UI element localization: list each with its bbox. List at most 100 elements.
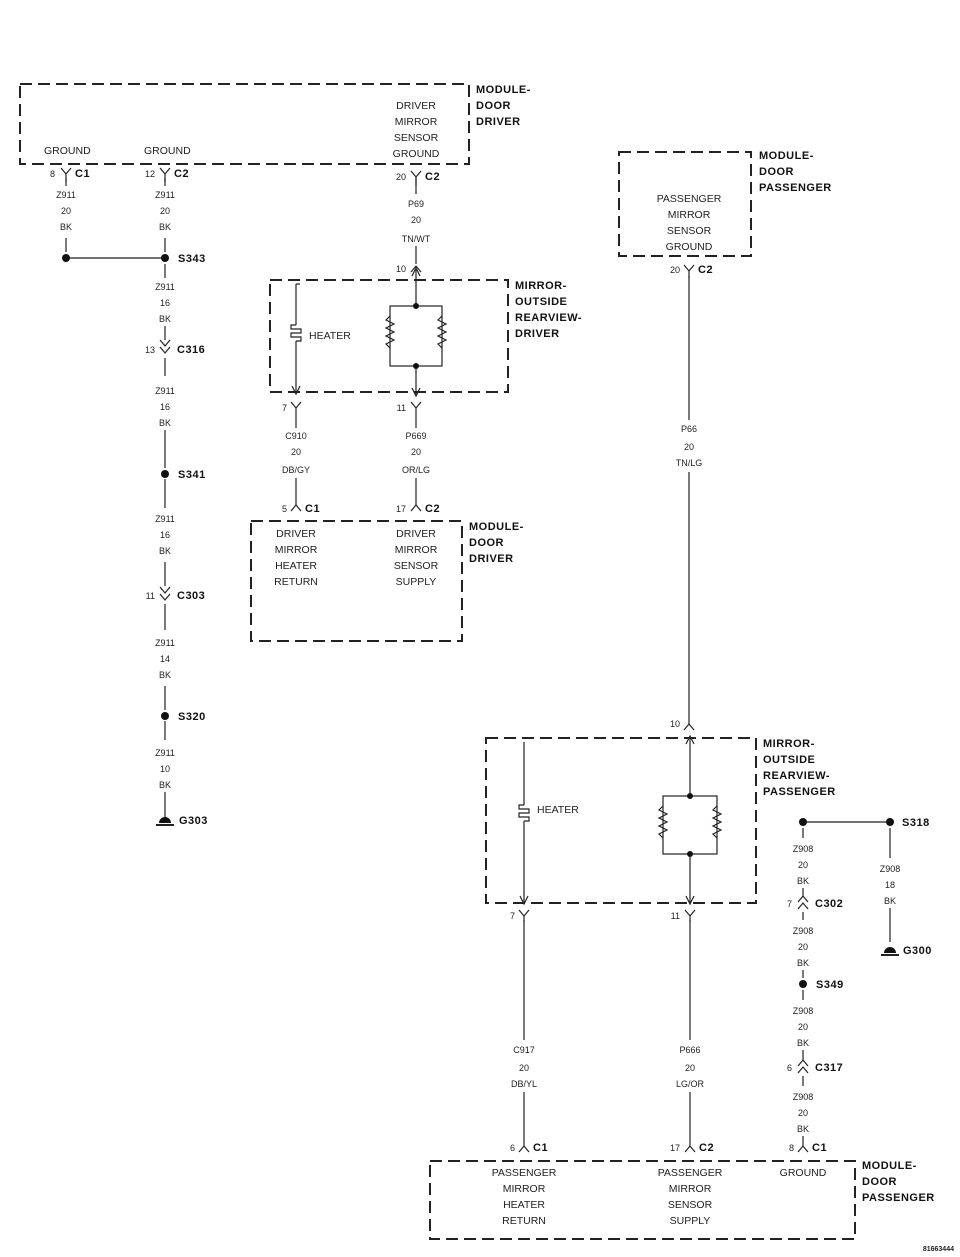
splice-dot-s349	[799, 980, 807, 988]
pin-label-passenger-heater-return: PASSENGER MIRROR HEATER RETURN	[492, 1167, 557, 1227]
svg-text:SUPPLY: SUPPLY	[670, 1215, 711, 1227]
svg-text:DOOR: DOOR	[862, 1176, 897, 1188]
splice-dot-left	[62, 254, 70, 262]
svg-text:MIRROR: MIRROR	[669, 1183, 712, 1195]
connector-c2-passenger-bottom-name: C2	[699, 1142, 714, 1154]
svg-text:MIRROR-: MIRROR-	[515, 280, 567, 292]
mirror-driver-pin-10: 10	[396, 264, 406, 274]
connector-c1-driver-mid-pin: 5	[282, 504, 287, 514]
svg-text:20: 20	[798, 860, 808, 870]
svg-text:Z908: Z908	[880, 864, 901, 874]
svg-text:20: 20	[411, 447, 421, 457]
mirror-passenger-node-top	[687, 793, 693, 799]
svg-text:BK: BK	[797, 1038, 809, 1048]
connector-c2-driver-name: C2	[425, 171, 440, 183]
svg-text:PASSENGER: PASSENGER	[862, 1192, 935, 1204]
svg-text:PASSENGER: PASSENGER	[492, 1167, 557, 1179]
svg-text:Z911: Z911	[155, 386, 175, 396]
mirror-passenger-pin-11: 11	[671, 911, 680, 921]
svg-text:14: 14	[160, 654, 170, 664]
mirror-passenger-internals	[518, 734, 723, 906]
svg-text:MIRROR: MIRROR	[503, 1183, 546, 1195]
svg-text:Z908: Z908	[793, 926, 814, 936]
svg-text:RETURN: RETURN	[274, 576, 318, 588]
svg-text:BK: BK	[884, 896, 896, 906]
splice-s343: S343	[178, 253, 206, 265]
splice-dot-s320	[161, 712, 169, 720]
svg-text:MODULE-: MODULE-	[469, 521, 524, 533]
svg-text:BK: BK	[797, 1124, 809, 1134]
pin-label-passenger-ground: GROUND	[780, 1167, 827, 1179]
connector-c2-driver-mid-pin: 17	[396, 504, 406, 514]
mirror-driver-pin-11: 11	[397, 403, 406, 413]
svg-text:20: 20	[519, 1063, 529, 1073]
svg-text:20: 20	[684, 442, 694, 452]
pin-label-ground-a: GROUND	[44, 145, 91, 157]
svg-text:DRIVER: DRIVER	[515, 328, 560, 340]
svg-text:OUTSIDE: OUTSIDE	[763, 754, 815, 766]
splice-dot-s341	[161, 470, 169, 478]
svg-text:MIRROR: MIRROR	[668, 209, 711, 221]
connector-c1-ground-name: C1	[812, 1142, 827, 1154]
svg-text:SENSOR: SENSOR	[668, 1199, 713, 1211]
pin-label-passenger-sensor-ground: PASSENGER MIRROR SENSOR GROUND	[657, 193, 722, 253]
svg-text:GROUND: GROUND	[393, 148, 440, 160]
connector-c2-name: C2	[174, 168, 189, 180]
svg-text:20: 20	[291, 447, 301, 457]
svg-text:BK: BK	[159, 670, 171, 680]
svg-text:MODULE-: MODULE-	[476, 84, 531, 96]
mirror-outside-rearview-driver-label: MIRROR- OUTSIDE REARVIEW- DRIVER	[515, 280, 582, 340]
svg-text:SENSOR: SENSOR	[667, 225, 712, 237]
svg-text:BK: BK	[159, 418, 171, 428]
svg-text:BK: BK	[159, 780, 171, 790]
svg-text:BK: BK	[797, 958, 809, 968]
svg-text:16: 16	[160, 402, 170, 412]
svg-text:LG/OR: LG/OR	[676, 1079, 705, 1089]
svg-text:DRIVER: DRIVER	[396, 100, 436, 112]
svg-text:TN/LG: TN/LG	[676, 458, 703, 468]
svg-text:DB/YL: DB/YL	[511, 1079, 537, 1089]
svg-text:BK: BK	[797, 876, 809, 886]
pin-label-driver-heater-return: DRIVER MIRROR HEATER RETURN	[274, 528, 318, 588]
svg-text:DOOR: DOOR	[469, 537, 504, 549]
svg-text:Z908: Z908	[793, 1006, 814, 1016]
connector-c1-ground-pin: 8	[789, 1143, 794, 1153]
svg-text:SENSOR: SENSOR	[394, 132, 439, 144]
connector-c302-pin: 7	[787, 899, 792, 909]
ground-g303-icon	[156, 817, 174, 826]
svg-text:BK: BK	[159, 546, 171, 556]
svg-text:MIRROR-: MIRROR-	[763, 738, 815, 750]
splice-dot-s318-left	[799, 818, 807, 826]
svg-text:Z911: Z911	[155, 514, 175, 524]
splice-dot-s343	[161, 254, 169, 262]
svg-text:Z911: Z911	[155, 190, 175, 200]
svg-text:P66: P66	[681, 424, 697, 434]
module-door-driver-mid-label: MODULE- DOOR DRIVER	[469, 521, 524, 565]
splice-dot-s318	[886, 818, 894, 826]
ground-g303: G303	[179, 815, 208, 827]
svg-text:20: 20	[798, 1022, 808, 1032]
svg-text:Z908: Z908	[793, 1092, 814, 1102]
svg-text:Z908: Z908	[793, 844, 814, 854]
svg-text:MIRROR: MIRROR	[395, 116, 438, 128]
pin-label-ground-b: GROUND	[144, 145, 191, 157]
svg-text:20: 20	[685, 1063, 695, 1073]
pin-label-passenger-sensor-supply: PASSENGER MIRROR SENSOR SUPPLY	[658, 1167, 723, 1227]
connector-c1-passenger-pin: 6	[510, 1143, 515, 1153]
connector-c302-name: C302	[815, 898, 843, 910]
svg-text:18: 18	[885, 880, 895, 890]
connector-c1-pin: 8	[50, 169, 55, 179]
